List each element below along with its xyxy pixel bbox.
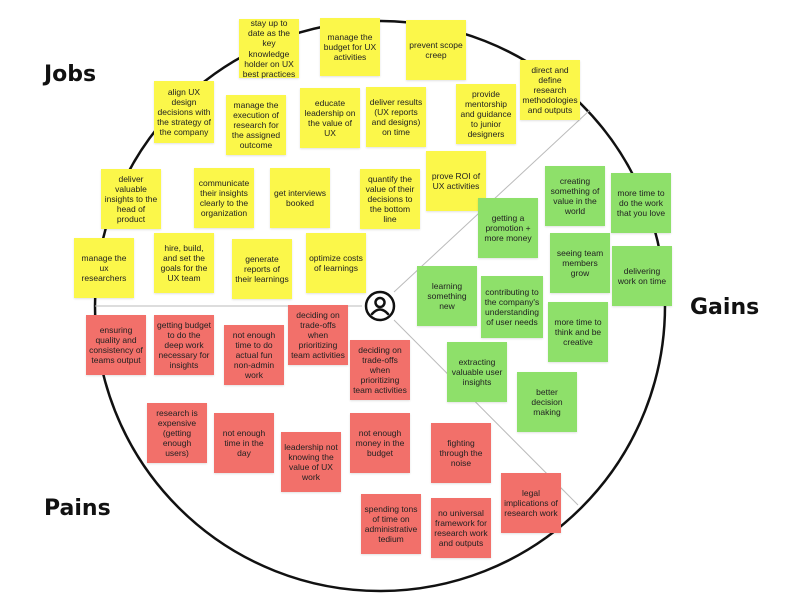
pain-note: ensuring quality and consistency of team… bbox=[86, 315, 146, 375]
gains-label: Gains bbox=[690, 295, 760, 320]
gain-note: more time to think and be creative bbox=[548, 302, 608, 362]
job-note: manage the budget for UX activities bbox=[320, 18, 380, 76]
gain-note: more time to do the work that you love bbox=[611, 173, 671, 233]
job-note: educate leadership on the value of UX bbox=[300, 88, 360, 148]
pain-note: not enough time in the day bbox=[214, 413, 274, 473]
user-icon bbox=[364, 290, 396, 322]
job-note: generate reports of their learnings bbox=[232, 239, 292, 299]
job-note: manage the execution of research for the… bbox=[226, 95, 286, 155]
gain-note: seeing team members grow bbox=[550, 233, 610, 293]
job-note: prove ROI of UX activities bbox=[426, 151, 486, 211]
job-note: deliver results (UX reports and designs)… bbox=[366, 87, 426, 147]
pain-note: fighting through the noise bbox=[431, 423, 491, 483]
job-note: hire, build, and set the goals for the U… bbox=[154, 233, 214, 293]
job-note: optimize costs of learnings bbox=[306, 233, 366, 293]
job-note: align UX design decisions with the strat… bbox=[154, 81, 214, 143]
pains-label: Pains bbox=[44, 496, 111, 521]
pain-note: not enough money in the budget bbox=[350, 413, 410, 473]
gain-note: better decision making bbox=[517, 372, 577, 432]
job-note: communicate their insights clearly to th… bbox=[194, 168, 254, 228]
pain-note: no universal framework for research work… bbox=[431, 498, 491, 558]
gain-note: learning something new bbox=[417, 266, 477, 326]
pain-note: getting budget to do the deep work neces… bbox=[154, 315, 214, 375]
gain-note: getting a promotion + more money bbox=[478, 198, 538, 258]
pain-note: deciding on trade-offs when prioritizing… bbox=[350, 340, 410, 400]
pain-note: legal implications of research work bbox=[501, 473, 561, 533]
job-note: quantify the value of their decisions to… bbox=[360, 169, 420, 229]
gain-note: delivering work on time bbox=[612, 246, 672, 306]
job-note: deliver valuable insights to the head of… bbox=[101, 169, 161, 229]
pain-note: spending tons of time on administrative … bbox=[361, 494, 421, 554]
job-note: prevent scope creep bbox=[406, 20, 466, 80]
job-note: stay up to date as the key knowledge hol… bbox=[239, 18, 299, 79]
job-note: manage the ux researchers bbox=[74, 238, 134, 298]
job-note: get interviews booked bbox=[270, 168, 330, 228]
jobs-label: Jobs bbox=[44, 62, 97, 87]
pain-note: research is expensive (getting enough us… bbox=[147, 403, 207, 463]
pain-note: leadership not knowing the value of UX w… bbox=[281, 432, 341, 492]
job-note: provide mentorship and guidance to junio… bbox=[456, 84, 516, 144]
job-note: direct and define research methodologies… bbox=[520, 60, 580, 120]
pain-note: not enough time to do actual fun non-adm… bbox=[224, 325, 284, 385]
pain-note: deciding on trade-offs when prioritizing… bbox=[288, 305, 348, 365]
gain-note: contributing to the company's understand… bbox=[481, 276, 543, 338]
gain-note: creating something of value in the world bbox=[545, 166, 605, 226]
gain-note: extracting valuable user insights bbox=[447, 342, 507, 402]
